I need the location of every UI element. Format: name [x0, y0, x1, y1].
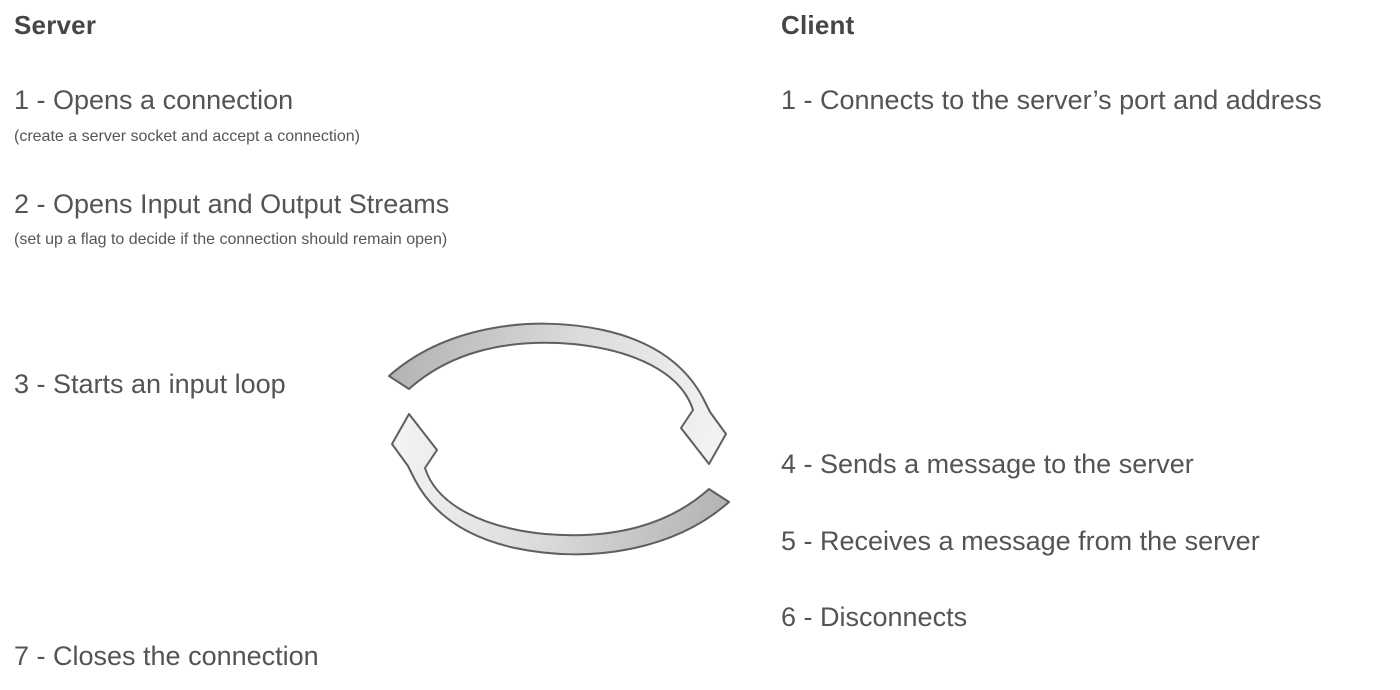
server-step-1: 1 - Opens a connection	[14, 85, 294, 115]
server-step-3: 3 - Starts an input loop	[14, 369, 286, 399]
cycle-arrows-icon	[388, 322, 730, 556]
server-heading: Server	[14, 10, 97, 40]
server-step-7: 7 - Closes the connection	[14, 641, 319, 671]
server-step-2: 2 - Opens Input and Output Streams	[14, 189, 450, 219]
server-step-2-note: (set up a flag to decide if the connecti…	[14, 231, 448, 248]
client-heading: Client	[781, 10, 855, 40]
client-step-1: 1 - Connects to the server’s port and ad…	[781, 85, 1322, 115]
clockwise-arrow-bottom	[391, 413, 730, 556]
clockwise-arrow-top	[388, 322, 727, 465]
client-step-5: 5 - Receives a message from the server	[781, 526, 1260, 556]
client-step-4: 4 - Sends a message to the server	[781, 449, 1194, 479]
client-step-6: 6 - Disconnects	[781, 602, 968, 632]
server-step-1-note: (create a server socket and accept a con…	[14, 128, 360, 145]
